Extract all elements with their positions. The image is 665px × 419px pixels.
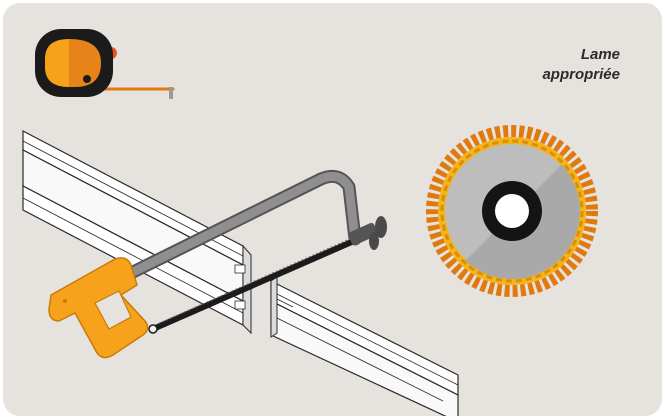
blade-caption: Lame appropriée [542, 45, 620, 85]
caption-line-2: appropriée [542, 66, 620, 83]
aluminum-profile-left [22, 130, 252, 335]
illustration-canvas [3, 3, 662, 416]
tape-measure-icon [35, 29, 175, 99]
aluminum-profile-right [270, 276, 459, 416]
hacksaw-illustration [48, 169, 387, 359]
wing-nut-icon [348, 216, 387, 250]
saw-handle [48, 257, 158, 359]
caption-line-1: Lame [580, 46, 620, 63]
circular-saw-blade-icon [426, 125, 598, 297]
